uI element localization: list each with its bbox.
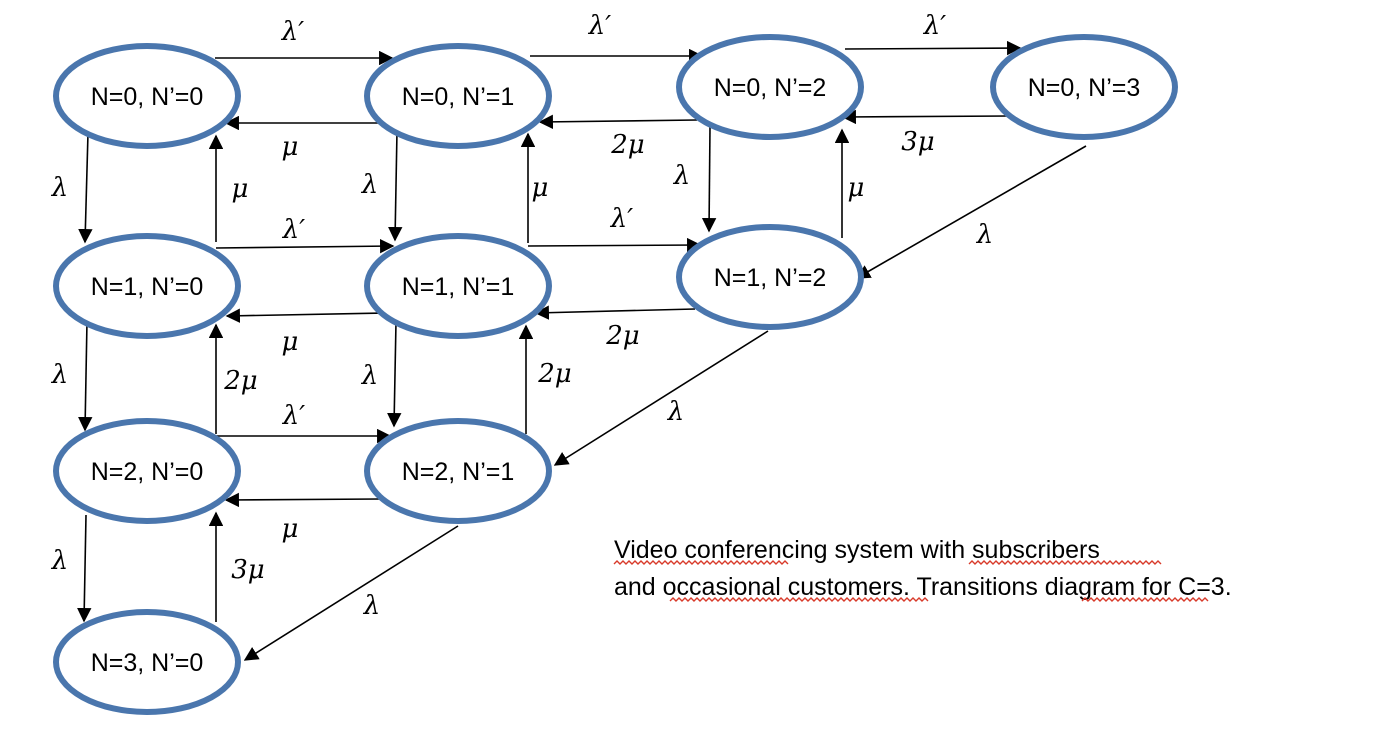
state-ellipse: [53, 233, 241, 339]
transition-rate-label: λ′: [282, 401, 305, 431]
state-label: N=0, N’=0: [91, 83, 204, 111]
transition-rate-label: λ: [361, 361, 378, 391]
transition-rate-label: λ: [51, 173, 68, 203]
state-node: N=3, N’=0: [53, 609, 241, 715]
state-node: N=1, N’=1: [364, 233, 552, 339]
transition-arrow: [553, 330, 769, 466]
transition-rate-label: μ: [232, 174, 249, 204]
transition-arrow: [388, 130, 403, 242]
state-node: N=0, N’=0: [53, 43, 241, 149]
spellcheck-underline: [669, 597, 929, 602]
transition-arrow: [215, 238, 395, 254]
transition-rate-label: μ: [848, 173, 865, 203]
transition-arrow: [77, 514, 92, 623]
spellcheck-underline: [613, 560, 789, 565]
transition-arrow: [855, 145, 1087, 279]
state-ellipse: [53, 43, 241, 149]
states-layer: N=0, N’=0 N=0, N’=1 N=0, N’=2 N=0, N’=3N=1,…: [53, 34, 1178, 715]
transition-arrow: [844, 40, 1022, 56]
transition-rate-label: λ′: [923, 11, 946, 41]
transition-rate-label: μ: [532, 173, 549, 203]
transition-arrow: [387, 321, 402, 428]
state-ellipse: [990, 34, 1178, 140]
state-node: N=0, N’=1: [364, 43, 552, 149]
state-label: N=1, N’=0: [91, 273, 204, 301]
state-label: N=2, N’=1: [402, 458, 515, 486]
state-node: N=0, N’=3: [990, 34, 1178, 140]
transition-rate-label: 3μ: [901, 127, 934, 157]
transition-rate-label: 3μ: [231, 555, 264, 585]
rate-labels-layer: λ′ λ′ λ′ μ 2μ 3μ λ μ λ μ λ μ λ λ′ λ′ μ 2μ λ 2μ λ 2μ λ λ′ μ λ 3μ λ: [51, 11, 993, 621]
transition-rate-label: λ: [361, 170, 378, 200]
transition-rate-label: 2μ: [537, 359, 571, 389]
transition-rate-label: μ: [282, 132, 299, 162]
state-ellipse: [676, 34, 864, 140]
state-node: N=1, N’=0: [53, 233, 241, 339]
transition-rate-label: 2μ: [223, 366, 257, 396]
transition-rate-label: λ: [673, 161, 690, 191]
state-ellipse: [364, 418, 552, 524]
state-ellipse: [676, 224, 864, 330]
transition-arrow: [527, 237, 702, 253]
spellcheck-underline: [968, 560, 1162, 565]
transition-arrow: [538, 114, 698, 130]
state-label: N=1, N’=1: [402, 273, 515, 301]
state-label: N=0, N’=1: [402, 83, 515, 111]
state-label: N=2, N’=0: [91, 458, 204, 486]
transition-arrow: [841, 109, 1011, 125]
transition-rate-label: λ′: [610, 204, 633, 234]
transition-arrow: [78, 320, 93, 432]
edges-layer: [77, 40, 1087, 661]
transition-arrow: [224, 492, 381, 508]
transition-rate-label: λ: [51, 546, 68, 576]
transition-rate-label: λ: [51, 360, 68, 390]
state-ellipse: [364, 233, 552, 339]
state-node: N=2, N’=0: [53, 418, 241, 524]
state-ellipse: [53, 609, 241, 715]
transition-rate-label: λ: [667, 397, 684, 427]
state-label: N=1, N’=2: [714, 264, 827, 292]
state-ellipse: [364, 43, 552, 149]
caption-line-2: and occasional customers. Transitions di…: [614, 573, 1232, 601]
transition-rate-label: μ: [282, 514, 299, 544]
state-node: N=2, N’=1: [364, 418, 552, 524]
transition-arrow: [78, 132, 93, 244]
transition-rate-label: 2μ: [610, 130, 644, 160]
caption: Video conferencing system with subscribe…: [613, 536, 1232, 602]
state-node: N=0, N’=2: [676, 34, 864, 140]
transition-rate-label: 2μ: [605, 321, 639, 351]
state-label: N=3, N’=0: [91, 649, 204, 677]
transition-rate-label: λ: [976, 220, 993, 250]
transition-rate-label: λ′: [282, 215, 305, 245]
transition-arrow: [243, 525, 459, 661]
transition-arrow: [225, 308, 387, 323]
transition-rate-label: μ: [282, 327, 299, 357]
transition-arrow: [534, 305, 696, 320]
caption-line-1: Video conferencing system with subscribe…: [614, 536, 1100, 564]
state-label: N=0, N’=2: [714, 74, 827, 102]
state-label: N=0, N’=3: [1028, 74, 1141, 102]
spellcheck-underline: [1081, 597, 1209, 602]
state-ellipse: [53, 418, 241, 524]
transition-rate-label: λ′: [588, 11, 611, 41]
transition-arrow: [701, 126, 717, 233]
transition-rate-label: λ′: [281, 17, 304, 47]
state-node: N=1, N’=2: [676, 224, 864, 330]
transition-rate-label: λ: [363, 591, 380, 621]
